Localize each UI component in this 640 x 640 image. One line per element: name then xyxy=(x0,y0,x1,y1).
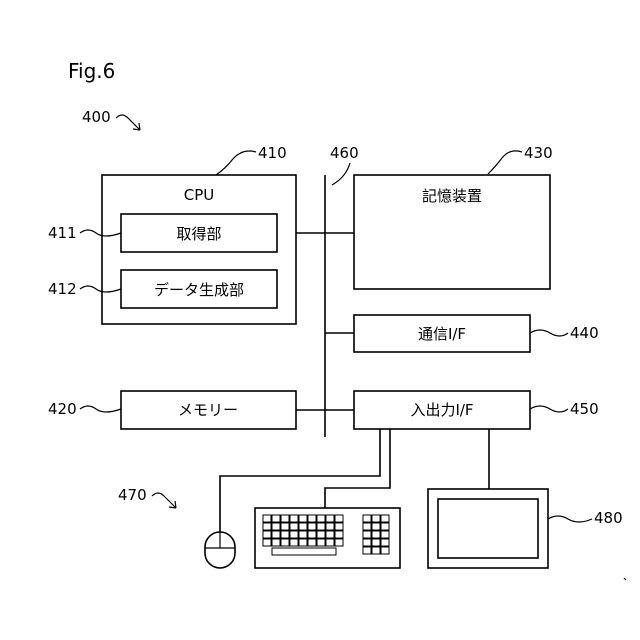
keyboard-key xyxy=(281,531,289,538)
ref-470: 470 xyxy=(118,486,147,504)
numpad-key xyxy=(363,531,371,538)
keyboard-key xyxy=(308,523,316,530)
keyboard-key xyxy=(326,539,334,546)
figure-title: Fig.6 xyxy=(68,59,115,83)
leader-410 xyxy=(216,151,256,175)
ref-460: 460 xyxy=(330,144,359,162)
keyboard-key xyxy=(281,539,289,546)
mouse-icon xyxy=(205,532,235,568)
keyboard-key xyxy=(272,531,280,538)
leader-450 xyxy=(530,406,568,412)
keyboard-key xyxy=(299,515,307,522)
keyboard-key xyxy=(326,523,334,530)
arrow-400 xyxy=(116,115,140,130)
keyboard-key xyxy=(272,539,280,546)
keyboard-key xyxy=(290,539,298,546)
keyboard-key xyxy=(263,515,271,522)
keyboard-key xyxy=(299,539,307,546)
keyboard-key xyxy=(281,523,289,530)
memory-label: メモリー xyxy=(178,401,238,419)
ref-411: 411 xyxy=(48,224,77,242)
corner-mark xyxy=(624,578,626,580)
storage-label: 記憶装置 xyxy=(422,187,482,205)
data-generation-unit-label: データ生成部 xyxy=(154,281,244,299)
keyboard-spacebar xyxy=(272,548,336,555)
keyboard-key xyxy=(317,523,325,530)
keyboard-key xyxy=(290,531,298,538)
io-if-label: 入出力I/F xyxy=(410,401,473,419)
keyboard-key xyxy=(335,531,343,538)
keyboard-key xyxy=(326,515,334,522)
numpad-key xyxy=(363,547,371,554)
numpad-key xyxy=(381,523,389,530)
numpad-key xyxy=(381,531,389,538)
numpad-key xyxy=(372,539,380,546)
ref-410: 410 xyxy=(258,144,287,162)
ref-412: 412 xyxy=(48,280,77,298)
keyboard-key xyxy=(272,515,280,522)
keyboard-key xyxy=(335,539,343,546)
numpad-key xyxy=(381,539,389,546)
keyboard-icon xyxy=(255,508,400,568)
keyboard-key xyxy=(317,539,325,546)
ref-430: 430 xyxy=(524,144,553,162)
numpad-key xyxy=(363,523,371,530)
numpad-key xyxy=(381,547,389,554)
display-icon xyxy=(428,489,548,568)
ref-400: 400 xyxy=(82,108,111,126)
keyboard-key xyxy=(299,531,307,538)
numpad-key xyxy=(381,515,389,522)
keyboard-key xyxy=(317,515,325,522)
keyboard-key xyxy=(335,523,343,530)
keyboard-key xyxy=(263,523,271,530)
ref-480: 480 xyxy=(594,509,623,527)
keyboard-key xyxy=(263,539,271,546)
keyboard-key xyxy=(317,531,325,538)
numpad-key xyxy=(372,547,380,554)
keyboard-key xyxy=(290,523,298,530)
ref-420: 420 xyxy=(48,400,77,418)
cpu-label: CPU xyxy=(184,186,215,204)
ref-440: 440 xyxy=(570,324,599,342)
keyboard-key xyxy=(308,515,316,522)
numpad-key xyxy=(372,523,380,530)
numpad-key xyxy=(363,515,371,522)
numpad-key xyxy=(363,539,371,546)
leader-420 xyxy=(80,406,121,412)
keyboard-key xyxy=(281,515,289,522)
keyboard-key xyxy=(299,523,307,530)
acquisition-unit-label: 取得部 xyxy=(176,225,221,243)
keyboard-key xyxy=(326,531,334,538)
communication-if-label: 通信I/F xyxy=(418,325,466,343)
numpad-key xyxy=(372,515,380,522)
keyboard-key xyxy=(308,539,316,546)
leader-480 xyxy=(548,516,592,522)
keyboard-key xyxy=(308,531,316,538)
leader-460 xyxy=(332,163,350,185)
leader-430 xyxy=(488,151,522,174)
ref-450: 450 xyxy=(570,400,599,418)
leader-440 xyxy=(530,330,568,336)
keyboard-key xyxy=(272,523,280,530)
keyboard-key xyxy=(263,531,271,538)
keyboard-key xyxy=(290,515,298,522)
arrow-470 xyxy=(152,493,176,508)
keyboard-key xyxy=(335,515,343,522)
numpad-key xyxy=(372,531,380,538)
